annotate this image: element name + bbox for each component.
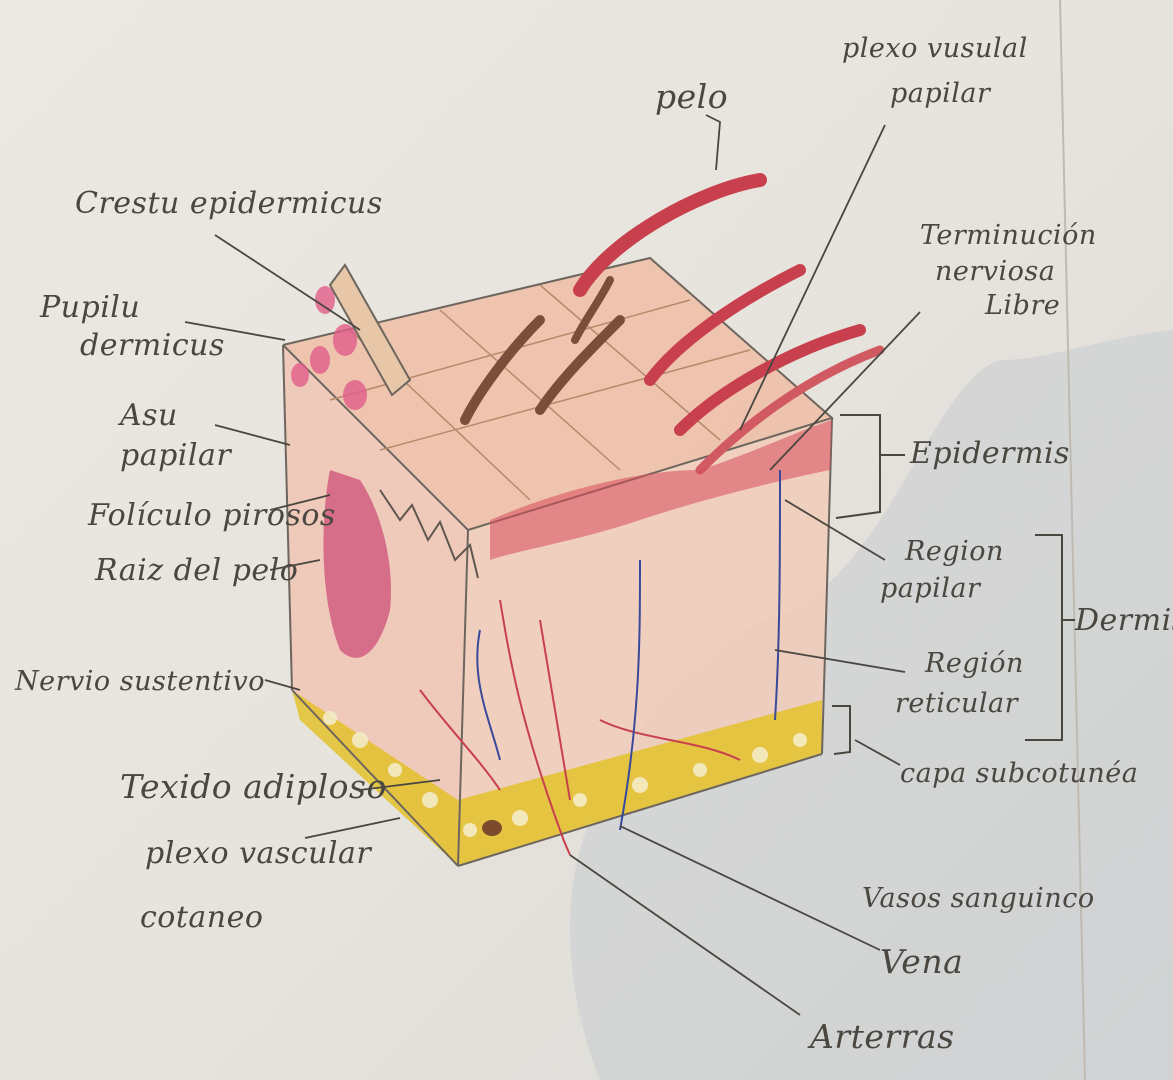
label-vasos-sanguineos: Vasos sanguinco (862, 885, 1095, 913)
label-papila-dermica-1: Pupilu (40, 292, 140, 324)
label-region-papilar-2: papilar (880, 575, 980, 603)
label-region-reticular-1: Región (925, 650, 1024, 678)
label-asa-papilar-2: papilar (120, 440, 231, 472)
label-tejido-adiposo: Texido adiploso (120, 770, 387, 805)
label-arterias: Arterras (810, 1020, 955, 1055)
label-foliculo-piloso: Folículo pirosos (88, 500, 336, 532)
cut-vessel (482, 820, 502, 836)
label-dermis: Dermis (1075, 605, 1173, 637)
label-nervio-sensitivo: Nervio sustentivo (15, 668, 265, 696)
label-raiz-del-pelo: Raiz del pelo (95, 555, 298, 587)
label-terminacion-nerviosa-1: Terminución (920, 222, 1097, 250)
label-plexo-vascular-cutaneo-1: plexo vascular (145, 838, 371, 870)
label-crestas-epidermicas: Crestu epidermicus (75, 188, 383, 220)
label-plexo-vascular-papilar-1: plexo vusulal (842, 35, 1028, 63)
label-plexo-vascular-cutaneo-2: cotaneo (140, 902, 263, 934)
label-region-reticular-2: reticular (895, 690, 1018, 718)
label-terminacion-nerviosa-3: Libre (985, 292, 1060, 320)
label-pelo: pelo (655, 80, 728, 115)
label-vena: Vena (880, 945, 963, 980)
label-asa-papilar-1: Asu (120, 400, 178, 432)
label-terminacion-nerviosa-2: nerviosa (935, 258, 1055, 286)
label-capa-subcutanea: capa subcotunéa (900, 760, 1138, 788)
label-papila-dermica-2: dermicus (80, 330, 225, 362)
label-region-papilar-1: Region (905, 538, 1004, 566)
label-epidermis: Epidermis (910, 438, 1070, 470)
label-plexo-vascular-papilar-2: papilar (890, 80, 990, 108)
